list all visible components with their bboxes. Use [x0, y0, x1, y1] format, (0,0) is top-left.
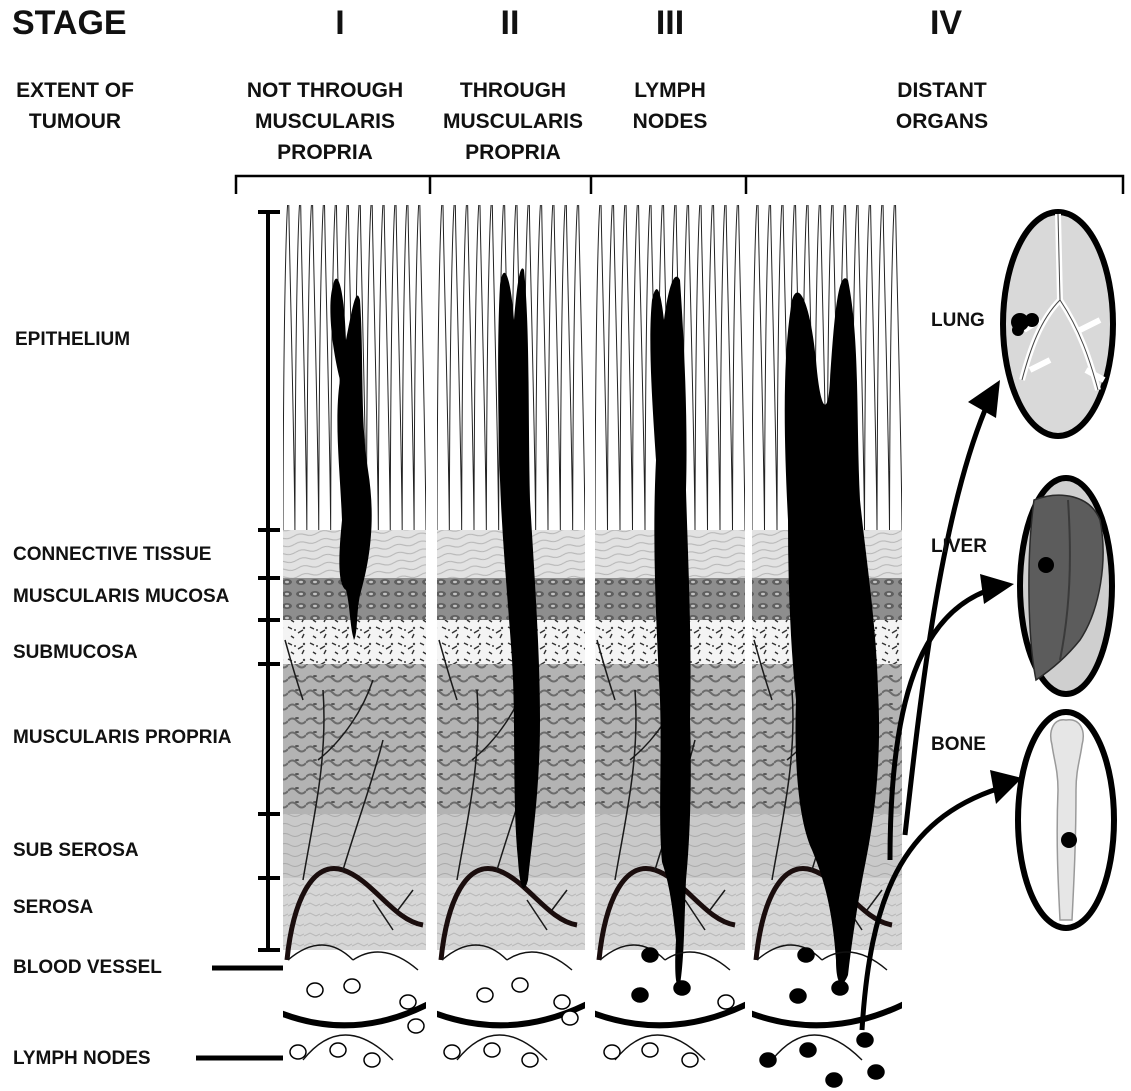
extent-of-tumour-label: EXTENT OF TUMOUR: [10, 75, 140, 137]
lymph-node-involved: [642, 948, 658, 962]
stage-title: STAGE: [12, 6, 127, 40]
stage-i-extent: NOT THROUGH MUSCULARIS PROPRIA: [232, 75, 418, 168]
lymph-node-involved: [832, 981, 848, 995]
liver-icon: [1020, 478, 1112, 694]
lymph-node: [364, 1053, 380, 1067]
lymph-node-involved: [632, 988, 648, 1002]
layer-label-connective-tissue: CONNECTIVE TISSUE: [13, 545, 211, 564]
lymph-node: [484, 1043, 500, 1057]
layer-label-muscularis-mucosa: MUSCULARIS MUCOSA: [13, 587, 229, 606]
stage-iv-extent: DISTANT ORGANS: [872, 75, 1012, 137]
muscularis-propria-layer: [283, 664, 426, 814]
lymph-node: [477, 988, 493, 1002]
stage-iii-extent: LYMPH NODES: [610, 75, 730, 137]
organ-label-liver: LIVER: [931, 537, 987, 556]
bone-metastasis: [1061, 832, 1077, 848]
lymph-node: [512, 978, 528, 992]
layer-label-sub-serosa: SUB SEROSA: [13, 841, 139, 860]
lymph-node-involved: [857, 1033, 873, 1047]
stage-ii-panel: [427, 200, 595, 1091]
lymph-node: [400, 995, 416, 1009]
lymph-node: [444, 1045, 460, 1059]
stage-iv-panel: [742, 200, 912, 1091]
lymph-node: [718, 995, 734, 1009]
stage-i-numeral: I: [290, 6, 390, 40]
lymph-node-involved: [760, 1053, 776, 1067]
layer-scale-bar: [258, 212, 280, 950]
lymph-node: [344, 979, 360, 993]
lymph-node: [408, 1019, 424, 1033]
layer-label-muscularis-propria: MUSCULARIS PROPRIA: [13, 728, 232, 747]
layer-label-blood-vessel: BLOOD VESSEL: [13, 958, 162, 977]
lymph-node-involved: [790, 989, 806, 1003]
muscularis-propria-layer: [437, 664, 585, 814]
organ-label-bone: BONE: [931, 735, 986, 754]
lymph-node: [554, 995, 570, 1009]
layer-label-lymph-nodes: LYMPH NODES: [13, 1049, 151, 1068]
lung-icon: [1003, 212, 1113, 436]
layer-label-submucosa: SUBMUCOSA: [13, 643, 138, 662]
stage-i-panel: [273, 200, 436, 1091]
lymph-node: [307, 983, 323, 997]
organ-label-lung: LUNG: [931, 311, 985, 330]
lymph-node: [290, 1045, 306, 1059]
lymph-node: [642, 1043, 658, 1057]
lymph-node-involved: [826, 1073, 842, 1087]
lymph-node-involved: [868, 1065, 884, 1079]
stage-iii-panel: [585, 200, 755, 1091]
metastasis-arrowhead: [980, 574, 1014, 604]
stage-iii-numeral: III: [620, 6, 720, 40]
lymph-node-involved: [800, 1043, 816, 1057]
bone-icon: [1018, 712, 1114, 928]
stage-ii-extent: THROUGH MUSCULARIS PROPRIA: [430, 75, 596, 168]
layer-label-epithelium: EPITHELIUM: [15, 330, 130, 349]
lymph-node-involved: [798, 948, 814, 962]
lymph-node: [522, 1053, 538, 1067]
liver-metastasis: [1038, 557, 1054, 573]
stage-ii-numeral: II: [460, 6, 560, 40]
stage-iv-numeral: IV: [896, 6, 996, 40]
stage-header-brackets: [236, 176, 1123, 194]
lymph-node-involved: [674, 981, 690, 995]
lymph-node: [330, 1043, 346, 1057]
lymph-node: [682, 1053, 698, 1067]
layer-label-serosa: SEROSA: [13, 898, 93, 917]
lymph-node: [562, 1011, 578, 1025]
lymph-node: [604, 1045, 620, 1059]
